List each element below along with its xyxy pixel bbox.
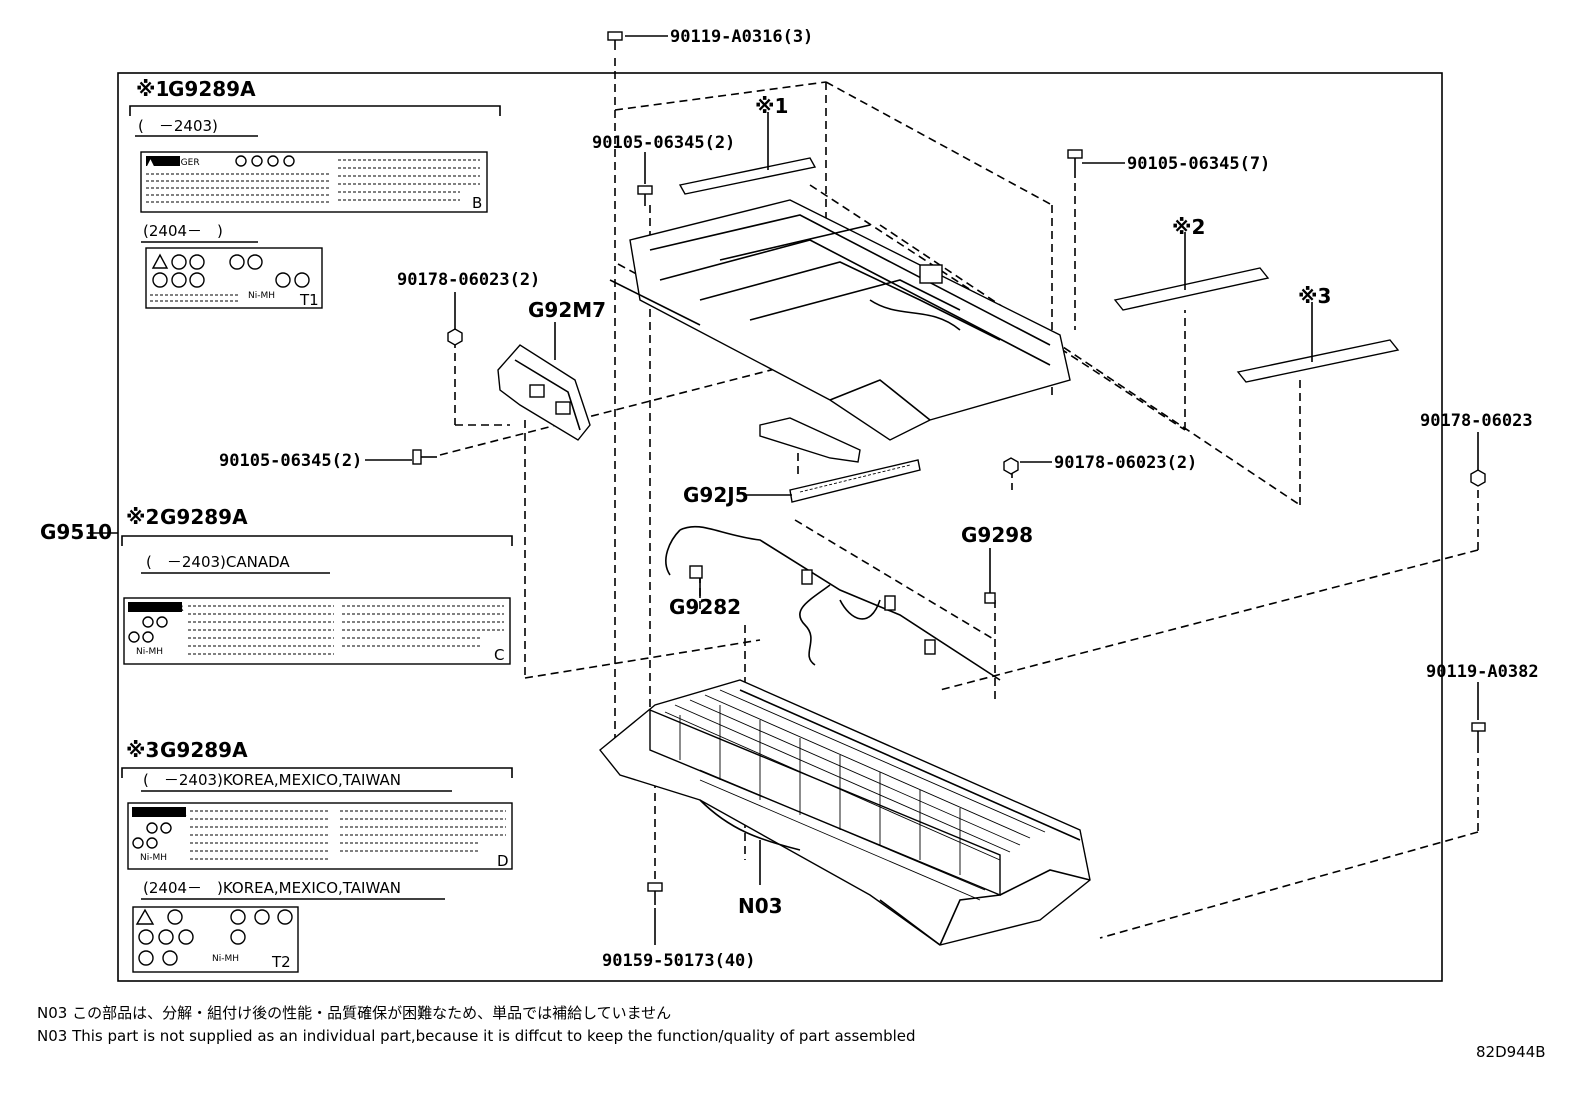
sticker-marker-1-diagram: ※1 (755, 94, 788, 118)
sticker-range-3a: ( －2403)KOREA,MEXICO,TAIWAN (143, 771, 401, 789)
label-code-t1: T1 (299, 291, 319, 309)
illustration-id: 82D944B (1476, 1043, 1546, 1061)
sticker-range-1a: ( －2403) (138, 117, 218, 135)
sticker-marker-1: ※1 (136, 77, 169, 101)
warning-label-c: DANGER Ni-MH C (123, 597, 511, 665)
chem-text-d: Ni-MH (140, 853, 167, 863)
bolt-icon (1471, 722, 1486, 745)
chem-text-c: Ni-MH (136, 647, 163, 657)
nut-icon (1003, 457, 1019, 475)
callout-90119-a0316: 90119-A0316(3) (670, 27, 813, 47)
sticker-marker-3: ※3 (126, 738, 159, 762)
sticker-marker-2: ※2 (126, 505, 159, 529)
warning-label-b: ▲ DANGER B (140, 151, 488, 213)
battery-module-n03 (599, 679, 1091, 946)
battery-upper-cover (609, 199, 1071, 441)
sticker-group-1: ※1 G9289A ( －2403) ▲ DANGER (129, 77, 501, 309)
callout-90105-06345-left: 90105-06345(2) (219, 451, 362, 471)
main-assembly-label: G9510 (40, 520, 112, 544)
nut-icon (1470, 469, 1486, 487)
callout-90105-06345-right: 90105-06345(7) (1127, 154, 1270, 174)
label-code-b: B (472, 194, 482, 212)
sticker-strips: ※1 ※2 ※3 (678, 94, 1400, 383)
warning-label-t2: Ni-MH T2 (132, 906, 299, 973)
callout-90178-06023-mid: 90178-06023(2) (1054, 453, 1197, 473)
bracket-g92m7 (497, 344, 591, 441)
sticker-range-2: ( －2403)CANADA (146, 553, 290, 571)
chem-text-t1: Ni-MH (248, 291, 275, 301)
leader-lines (365, 35, 1479, 945)
ecu-g92j5 (759, 417, 921, 503)
label-code-c: C (494, 646, 504, 664)
sticker-group-2: ※2 G9289A ( －2403)CANADA DANGER Ni-MH (121, 505, 513, 665)
sticker-group-3: ※3 G9289A ( －2403)KOREA,MEXICO,TAIWAN DA… (121, 738, 513, 973)
callout-g92j5: G92J5 (683, 483, 749, 507)
danger-word-b: DANGER (161, 158, 200, 168)
label-code-t2: T2 (271, 953, 291, 971)
sticker-part-1: G9289A (168, 77, 256, 101)
fasteners (412, 31, 1486, 905)
bolt-icon (412, 449, 437, 465)
sticker-part-3: G9289A (160, 738, 248, 762)
note-english: N03 This part is not supplied as an indi… (37, 1027, 916, 1045)
diagram-frame (117, 72, 1443, 982)
callout-90119-a0382: 90119-A0382 (1426, 662, 1539, 682)
callout-90178-06023-left: 90178-06023(2) (397, 270, 540, 290)
bolt-icon (637, 185, 653, 206)
sticker-range-1b: (2404－ ) (143, 222, 223, 240)
callout-g92m7: G92M7 (528, 298, 606, 322)
callout-g9298: G9298 (961, 523, 1033, 547)
bolt-icon (607, 31, 623, 50)
sticker-marker-2-diagram: ※2 (1172, 215, 1205, 239)
label-code-d: D (497, 852, 509, 870)
bolt-icon (1067, 149, 1083, 170)
callout-90105-06345-top: 90105-06345(2) (592, 133, 735, 153)
nut-icon (447, 328, 463, 346)
callout-n03: N03 (738, 894, 783, 918)
note-japanese: N03 この部品は、分解・組付け後の性能・品質確保が困難なため、単品では補給して… (37, 1004, 672, 1022)
danger-word-d: DANGER (148, 809, 187, 819)
svg-text:▲: ▲ (147, 158, 154, 168)
callout-90159-50173: 90159-50173(40) (602, 951, 756, 971)
callout-90178-06023-right: 90178-06023 (1420, 411, 1533, 431)
chem-text-t2: Ni-MH (212, 954, 239, 964)
sticker-range-3b: (2404－ )KOREA,MEXICO,TAIWAN (143, 879, 401, 897)
sticker-part-2: G9289A (160, 505, 248, 529)
danger-word-c: DANGER (145, 604, 184, 614)
bolt-icon (647, 882, 663, 905)
warning-label-t1: Ni-MH T1 (145, 247, 323, 309)
sticker-marker-3-diagram: ※3 (1298, 284, 1331, 308)
callout-g9282: G9282 (669, 595, 741, 619)
warning-label-d: DANGER Ni-MH D (127, 802, 513, 870)
